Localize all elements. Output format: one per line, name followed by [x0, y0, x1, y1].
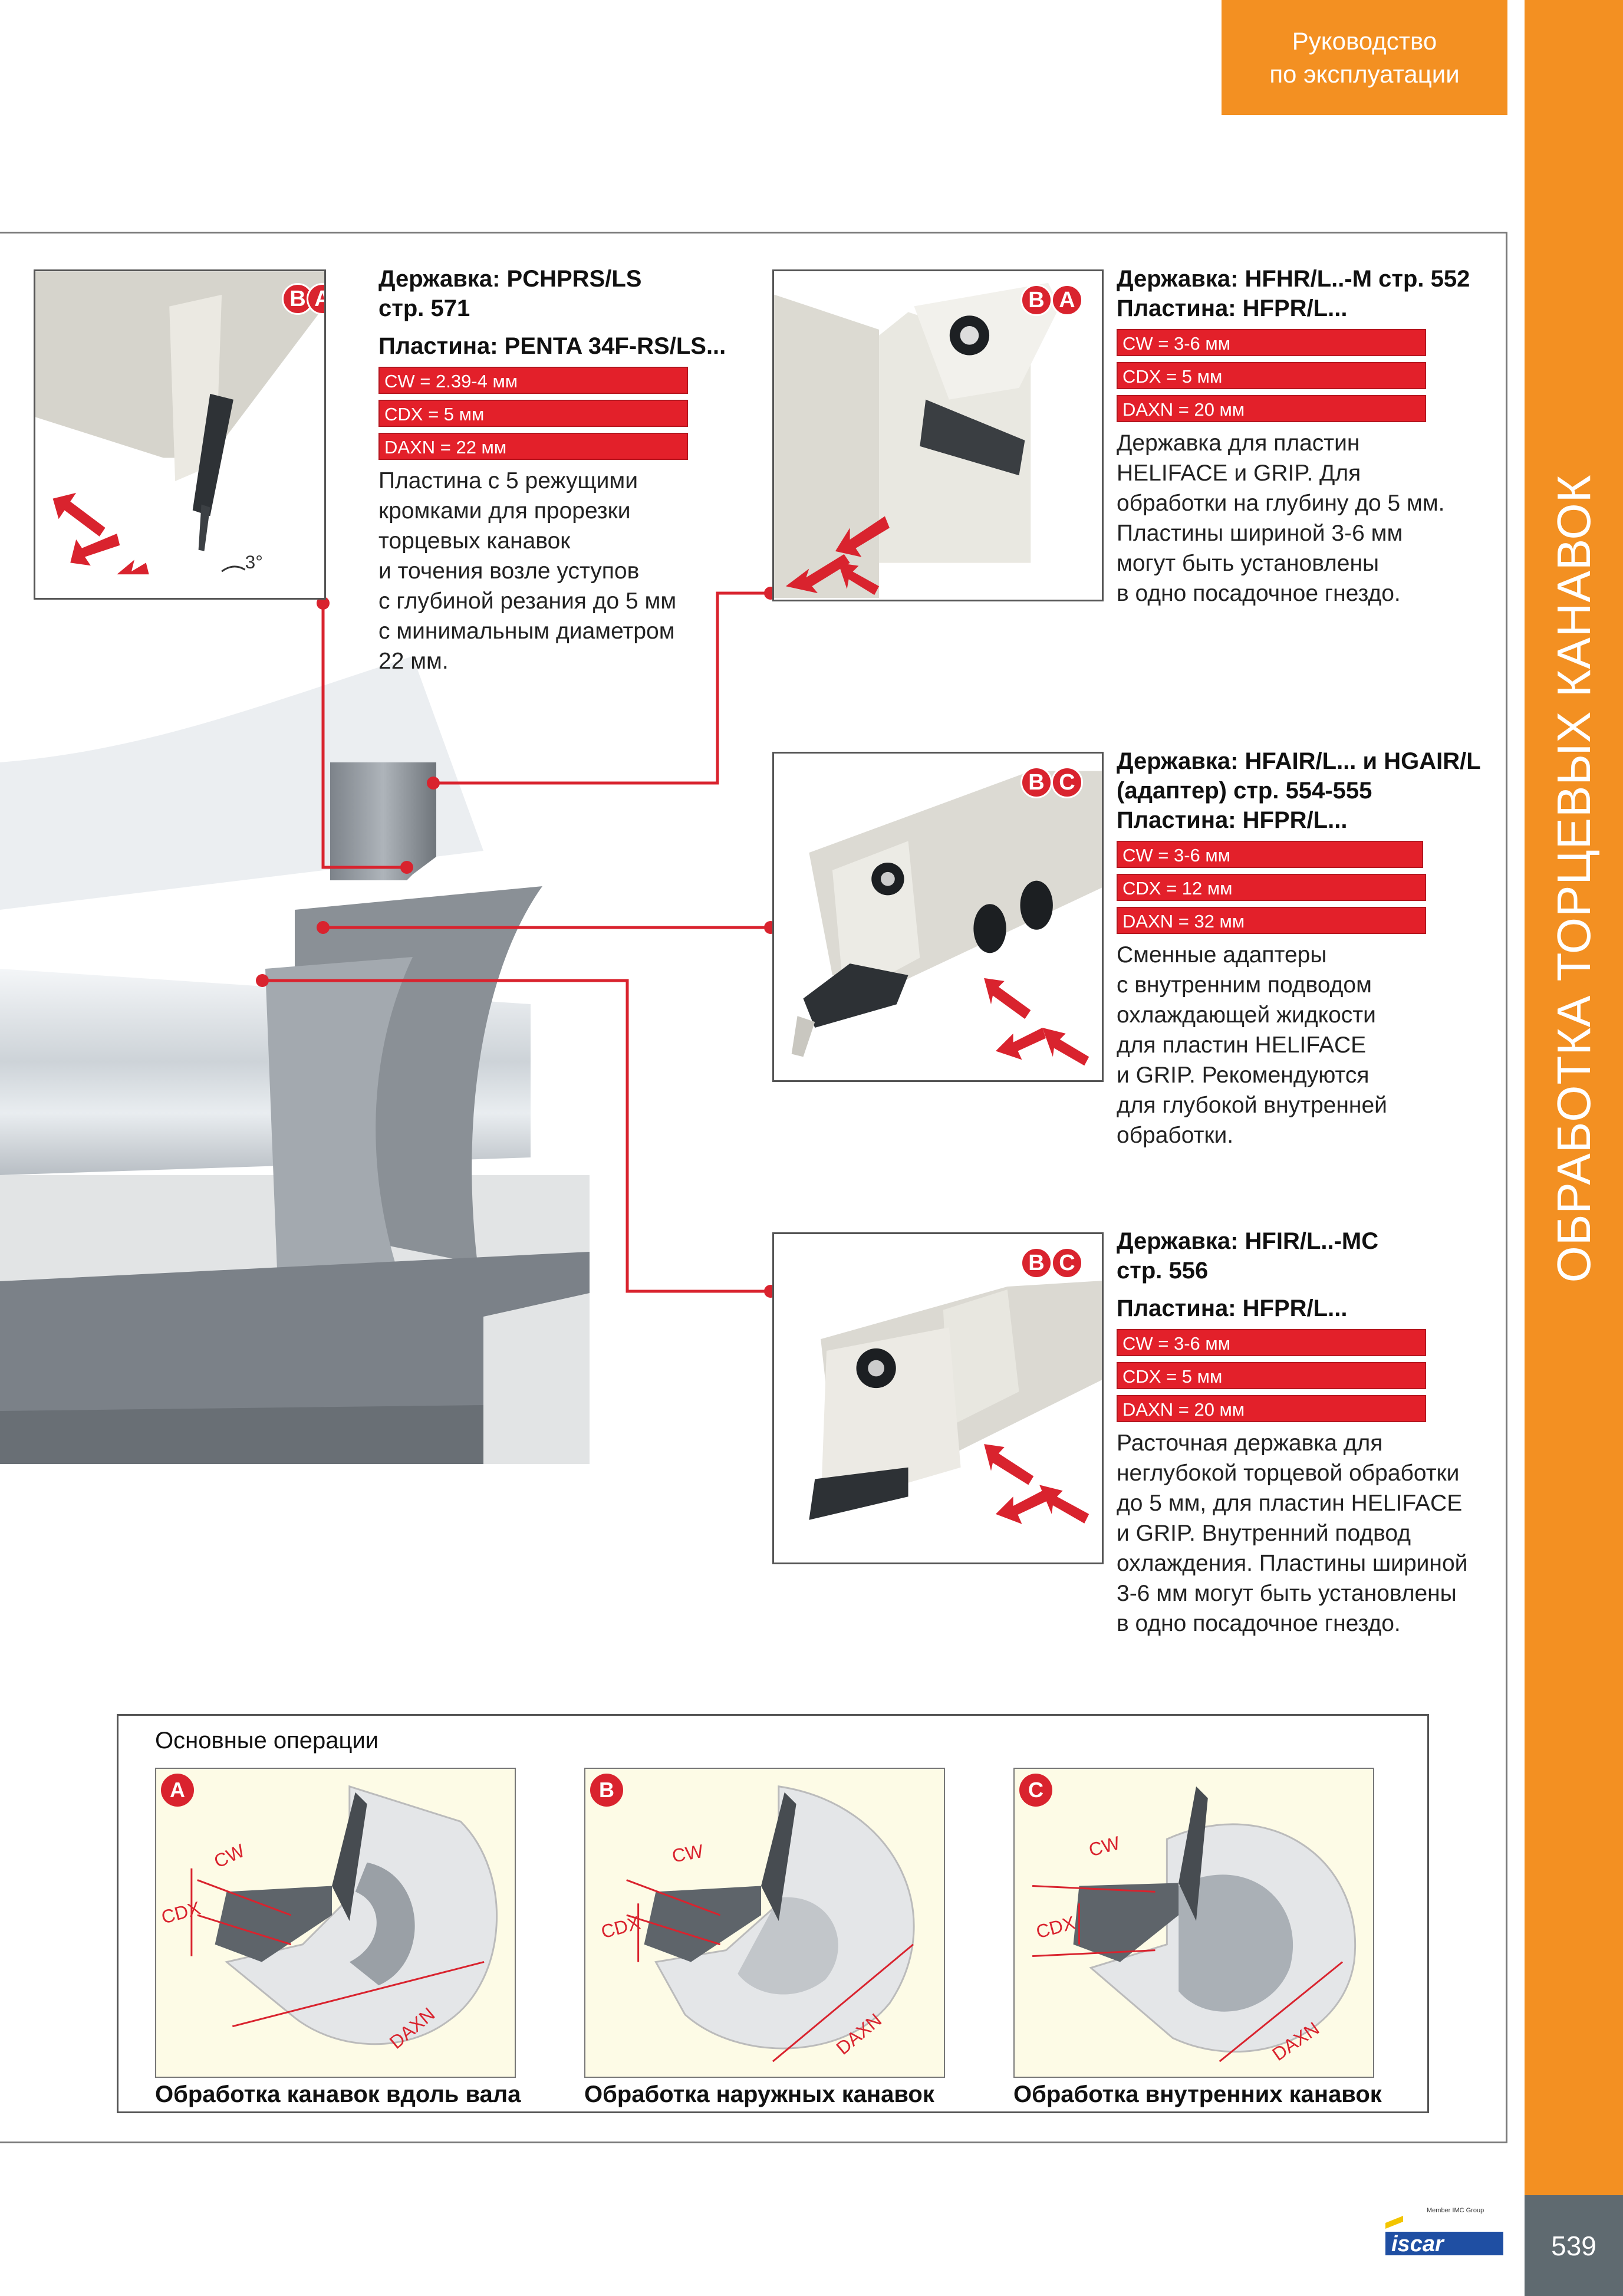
operation-c-cw-label: CW: [1087, 1832, 1122, 1860]
operation-b-cw-label: CW: [670, 1840, 704, 1867]
tool4-badge-2: C: [1051, 1247, 1083, 1279]
tool3-spec-daxn: DAXN = 32 мм: [1117, 907, 1426, 934]
operation-a-caption: Обработка канавок вдоль вала: [155, 2081, 521, 2107]
tool4-insert: Пластина: HFPR/L...: [1117, 1295, 1348, 1321]
tool1-insert: Пластина: PENTA 34F-RS/LS...: [378, 333, 726, 359]
guide-line2: по эксплуатации: [1269, 60, 1460, 88]
tool3-spec-cw: CW = 3-6 мм: [1117, 841, 1423, 868]
tool1-direction-arrows: [52, 492, 149, 575]
logo-member-text: Member IMC Group: [1427, 2207, 1484, 2214]
tool2-photo: B A: [772, 269, 1104, 601]
tool2-spec-cdx: CDX = 5 мм: [1117, 362, 1426, 389]
tool4-spec-cw: CW = 3-6 мм: [1117, 1329, 1426, 1356]
operation-b-cdx-label: CDX: [599, 1912, 643, 1942]
tool4-holder: Державка: HFIR/L..-MC: [1117, 1228, 1379, 1254]
tool2-badge-1: B: [1020, 284, 1052, 316]
tool2-spec-cw: CW = 3-6 мм: [1117, 329, 1426, 356]
tool1-info: Державка: PCHPRS/LS стр. 571 Пластина: P…: [378, 264, 732, 676]
operations-title: Основные операции: [155, 1728, 379, 1754]
tool1-spec-cw: CW = 2.39-4 мм: [378, 367, 688, 394]
tool3-direction-arrows: [984, 978, 1089, 1066]
tool2-info: Державка: HFHR/L..-M стр. 552 Пластина: …: [1117, 264, 1494, 608]
guide-line1: Руководство: [1292, 27, 1437, 55]
tool2-holder: Державка: HFHR/L..-M стр. 552: [1117, 266, 1470, 292]
tool4-page: стр. 556: [1117, 1258, 1209, 1284]
operation-a-badge: A: [161, 1774, 194, 1807]
workpiece-illustration: [0, 587, 777, 1464]
connector-lines: [262, 591, 771, 1293]
operation-b-caption: Обработка наружных канавок: [584, 2081, 934, 2107]
tool2-badge-2: A: [1051, 284, 1083, 316]
tool1-spec-cdx: CDX = 5 мм: [378, 400, 688, 427]
side-title-text: ОБРАБОТКА ТОРЦЕВЫХ КАНАВОК: [1547, 474, 1600, 1283]
operation-b-diagram: CW CDX DAXN B: [584, 1768, 945, 2078]
operation-c-diagram: CW CDX DAXN C: [1013, 1768, 1374, 2078]
tool3-badge-1: B: [1020, 767, 1052, 798]
tool4-spec-daxn: DAXN = 20 мм: [1117, 1395, 1426, 1422]
page-number: 539: [1525, 2195, 1623, 2296]
tool1-photo: 3° B A: [34, 269, 326, 600]
tool1-angle-label: 3°: [245, 551, 263, 573]
tool3-info: Державка: HFAIR/L... и HGAIR/L (адаптер)…: [1117, 746, 1506, 1150]
tool1-spec-daxn: DAXN = 22 мм: [378, 433, 688, 460]
tool3-badge-2: C: [1051, 767, 1083, 798]
tool4-spec-cdx: CDX = 5 мм: [1117, 1362, 1426, 1389]
operation-a-diagram: CW CDX DAXN A: [155, 1768, 516, 2078]
tool4-photo: B C: [772, 1232, 1104, 1564]
tool3-insert: Пластина: HFPR/L...: [1117, 807, 1348, 833]
tool2-direction-arrows: [785, 516, 890, 596]
operation-c-caption: Обработка внутренних канавок: [1013, 2081, 1382, 2107]
tool4-direction-arrows: [984, 1444, 1089, 1524]
operation-a-cw-label: CW: [210, 1840, 248, 1872]
tool4-info: Державка: HFIR/L..-MC стр. 556 Пластина:…: [1117, 1226, 1506, 1639]
operation-c-cdx-label: CDX: [1034, 1912, 1078, 1942]
tool3-spec-cdx: CDX = 12 мм: [1117, 874, 1426, 901]
iscar-logo: Member IMC Group iscar: [1385, 2205, 1503, 2261]
main-frame: [0, 232, 1507, 2143]
side-strip: [1525, 0, 1623, 2195]
tool3-holder: Державка: HFAIR/L... и HGAIR/L: [1117, 748, 1481, 774]
tool3-photo: B C: [772, 752, 1104, 1082]
tool2-insert: Пластина: HFPR/L...: [1117, 295, 1348, 321]
tool4-badge-1: B: [1020, 1247, 1052, 1279]
tool1-holder: Державка: PCHPRS/LS: [378, 266, 642, 292]
logo-brand: iscar: [1391, 2232, 1445, 2256]
tool2-spec-daxn: DAXN = 20 мм: [1117, 395, 1426, 422]
operation-a-cdx-label: CDX: [159, 1897, 203, 1928]
guide-tab: Руководство по эксплуатации: [1222, 0, 1507, 115]
operation-c-badge: C: [1019, 1774, 1052, 1807]
tool3-page: (адаптер) стр. 554-555: [1117, 778, 1372, 804]
operations-panel: Основные операции CW CDX DAXN A Обработк…: [117, 1714, 1429, 2113]
tool1-page: стр. 571: [378, 295, 470, 321]
operation-b-badge: B: [590, 1774, 623, 1807]
